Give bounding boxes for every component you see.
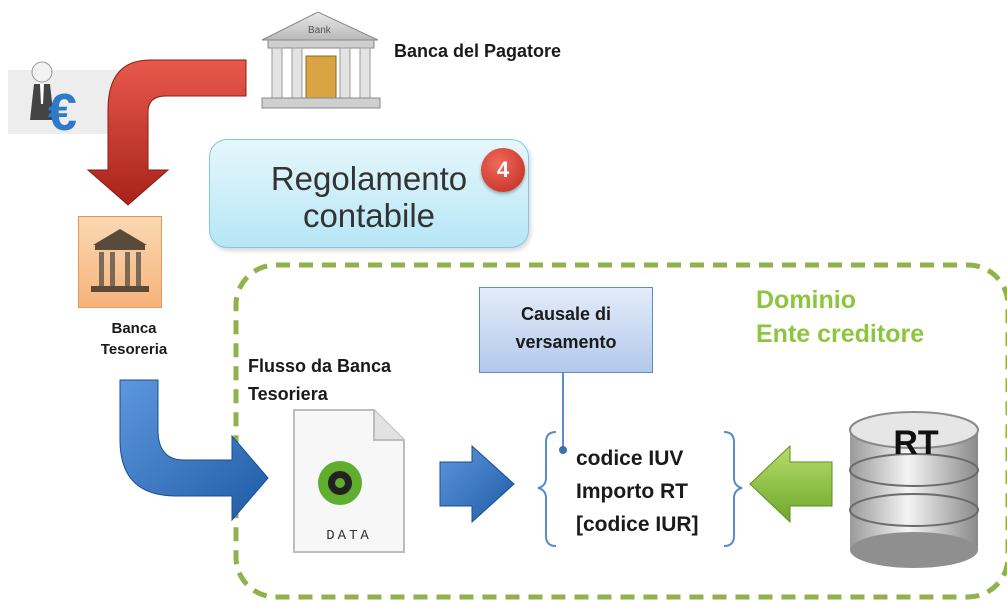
red-curved-arrow [86,59,247,206]
field-iuv: codice IUV [576,447,684,470]
settlement-label-line1: Regolamento [270,160,468,197]
settlement-label-line2: contabile [302,197,436,234]
field-importo: Importo RT [576,480,688,503]
field-iur: [codice IUR] [576,513,699,536]
data-file-icon [293,409,405,553]
causale-box: Causale di versamento [479,287,653,373]
green-left-arrow [749,444,833,524]
blue-right-arrow [439,444,515,524]
treasury-bank-icon [78,216,162,308]
domain-label-line2: Ente creditore [756,320,925,348]
treasury-bank-label: Banca Tesoreria [88,318,180,360]
bank-building-icon: Bank [261,11,381,109]
svg-text:Bank: Bank [308,25,332,36]
rt-database-icon [849,411,979,568]
rt-label: RT [893,424,939,462]
causale-label-line1: Causale di [520,304,612,324]
causale-label-line2: versamento [515,332,617,352]
right-brace [723,431,743,547]
payer-person-icon: € [8,61,123,142]
left-brace [537,431,557,547]
blue-curved-arrow [119,379,269,522]
settlement-box: Regolamento contabile [209,139,529,248]
treasury-bank-label-line1: Banca [111,320,157,337]
payer-bank-label: Banca del Pagatore [394,41,562,61]
settlement-label: Regolamento contabile [210,140,528,234]
data-file-label: DATA [326,528,372,544]
treasury-bank-label-line2: Tesoreria [100,341,168,358]
domain-boundary [233,262,1007,600]
flow-label-line1: Flusso da Banca [248,356,392,376]
flow-label: Flusso da Banca Tesoriera [248,352,391,408]
payment-fields-list: codice IUV Importo RT [codice IUR] [576,442,699,541]
svg-text:€: € [48,84,77,142]
causale-connector-dot [559,446,567,454]
flow-label-line2: Tesoriera [248,384,328,404]
domain-label-line1: Dominio [756,286,856,314]
causale-label: Causale di versamento [480,288,652,356]
domain-label: Dominio Ente creditore [756,283,924,351]
step-badge: 4 [481,148,525,192]
